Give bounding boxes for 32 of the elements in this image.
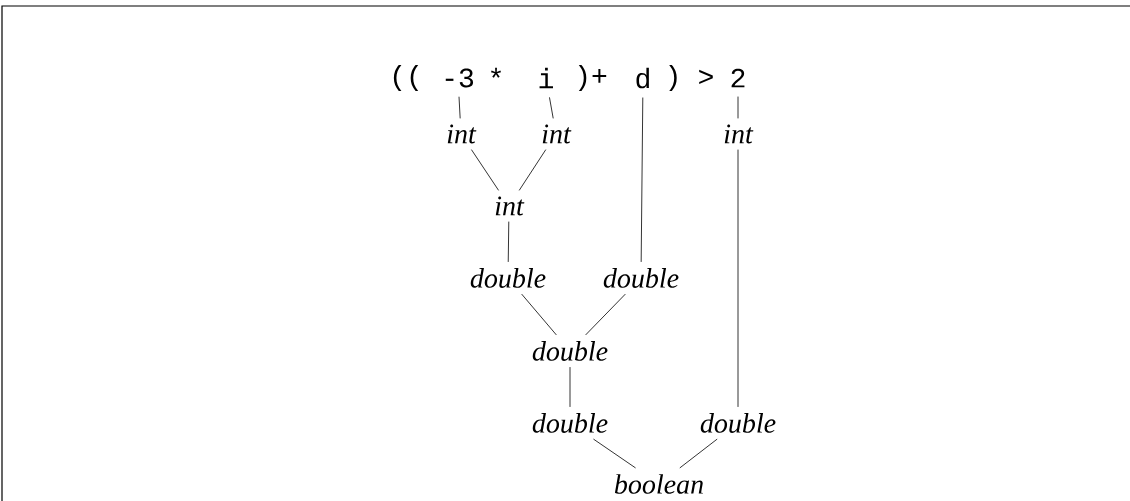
connector-line	[737, 96, 739, 119]
type-label: int	[495, 196, 525, 216]
code-token: -3	[445, 68, 474, 88]
code-token: ((	[393, 64, 419, 92]
code-token: )+	[578, 64, 607, 92]
connector-line	[458, 96, 461, 119]
connector-line	[507, 221, 510, 263]
connector-line	[518, 149, 547, 191]
code-token: *	[491, 67, 501, 78]
connector-line	[593, 438, 636, 469]
code-token: i	[539, 67, 553, 89]
connector-line	[640, 97, 644, 263]
code-token: 2	[731, 68, 745, 88]
type-label: double	[700, 413, 776, 433]
type-label: boolean	[614, 474, 703, 494]
connector-line	[585, 293, 626, 336]
connector-line	[569, 366, 571, 408]
type-label: double	[470, 268, 546, 288]
connector-line	[471, 149, 499, 191]
type-label: int	[447, 124, 477, 144]
type-label: int	[542, 124, 572, 144]
type-label: int	[724, 124, 754, 144]
code-token: >	[699, 69, 713, 85]
code-token: )	[669, 64, 677, 92]
connector-line	[549, 96, 554, 119]
code-token: d	[636, 67, 649, 89]
type-label: double	[532, 341, 608, 361]
type-label: double	[532, 413, 608, 433]
connector-line	[679, 438, 718, 469]
type-label: double	[603, 268, 679, 288]
connector-line	[737, 149, 739, 408]
connector-line	[521, 293, 557, 336]
